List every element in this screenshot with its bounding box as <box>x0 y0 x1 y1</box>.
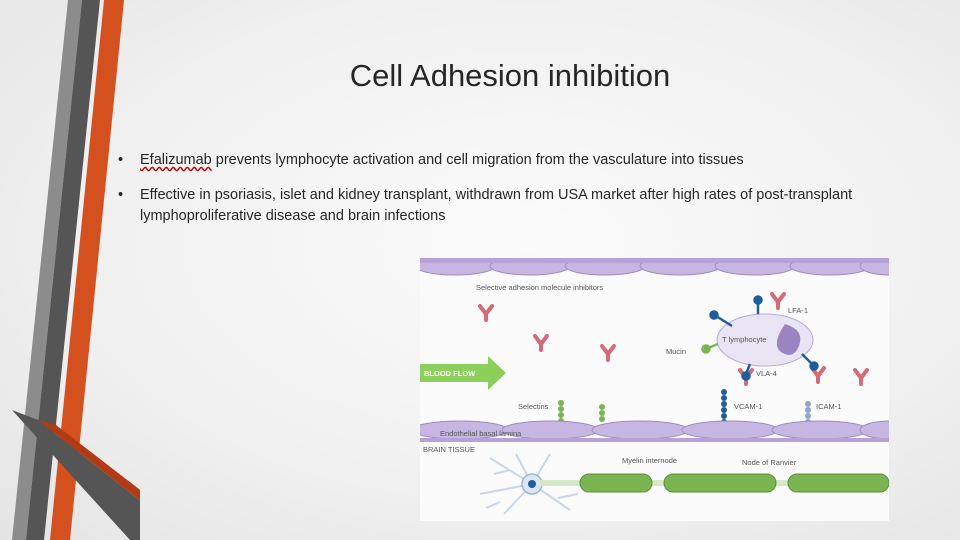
label-blood-flow: BLOOD FLOW <box>424 369 476 378</box>
label-icam1: ICAM-1 <box>816 402 841 411</box>
bullet-marker: • <box>118 185 123 206</box>
adhesion-diagram: Selective adhesion molecule inhibitors L… <box>420 258 889 521</box>
bullet-item-efalizumab: • Efalizumab prevents lymphocyte activat… <box>118 150 908 171</box>
diagram-canvas: Selective adhesion molecule inhibitors L… <box>420 258 889 521</box>
label-myelin: Myelin internode <box>622 456 677 465</box>
drug-name: Efalizumab <box>140 152 212 168</box>
label-vla4: VLA-4 <box>756 369 777 378</box>
bullet-text: prevents lymphocyte activation and cell … <box>212 152 744 168</box>
label-inhibitors: Selective adhesion molecule inhibitors <box>476 283 603 292</box>
basal-lamina-line <box>420 438 889 442</box>
label-t-lymphocyte: T lymphocyte <box>722 335 766 344</box>
bullet-item-effectiveness: • Effective in psoriasis, islet and kidn… <box>118 185 908 227</box>
label-mucin: Mucin <box>666 347 686 356</box>
myelinated-axon <box>540 474 889 492</box>
label-vcam1: VCAM-1 <box>734 402 762 411</box>
label-selectins: Selectins <box>518 402 549 411</box>
decorative-stripes <box>0 0 140 540</box>
bullet-list: • Efalizumab prevents lymphocyte activat… <box>118 150 908 241</box>
label-ranvier: Node of Ranvier <box>742 458 797 467</box>
slide-title: Cell Adhesion inhibition <box>200 58 820 94</box>
bullet-text: Effective in psoriasis, islet and kidney… <box>140 187 852 224</box>
label-lfa1: LFA-1 <box>788 306 808 315</box>
label-basal-lamina: Endothelial basal lamina <box>440 429 522 438</box>
bullet-marker: • <box>118 150 123 171</box>
label-brain-tissue: BRAIN TISSUE <box>423 445 475 454</box>
